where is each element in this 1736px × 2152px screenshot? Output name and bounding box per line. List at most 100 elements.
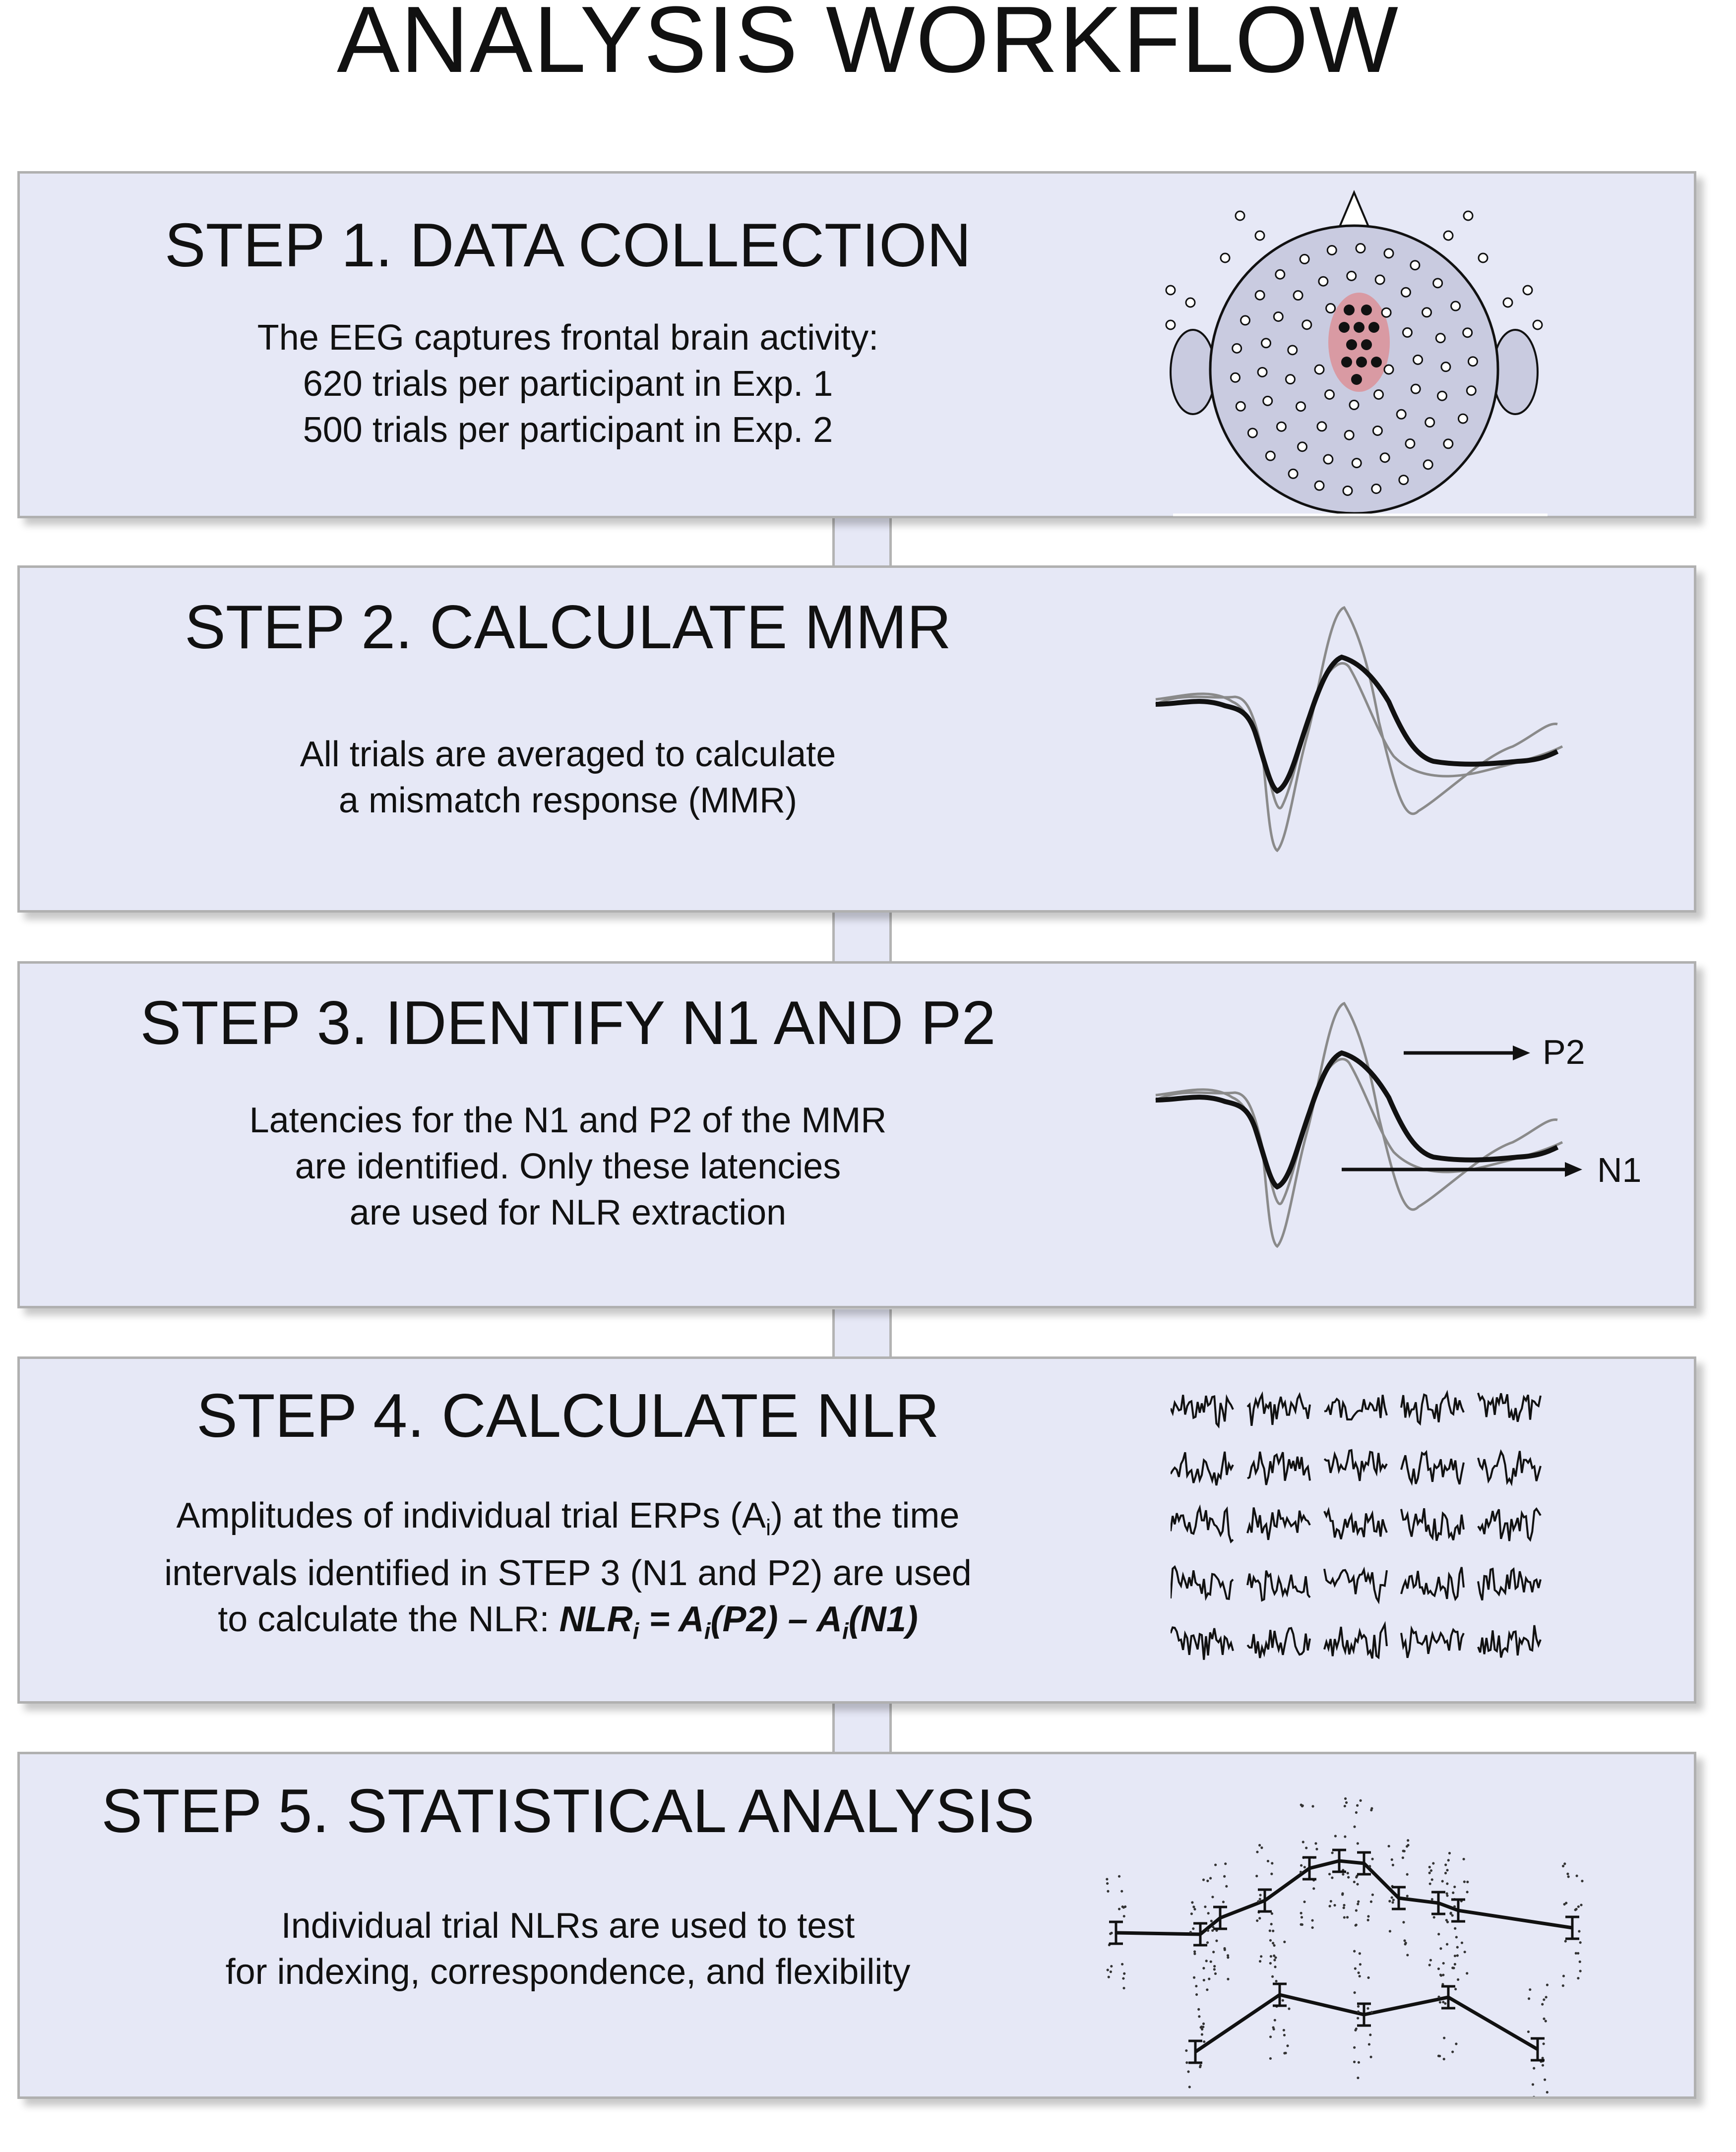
trial-waveform-2 <box>1155 662 1563 809</box>
trial-point <box>1299 1870 1302 1874</box>
trial-point <box>1259 1894 1262 1897</box>
trial-point <box>1312 1887 1315 1890</box>
connector-1-2 <box>832 518 892 568</box>
trial-point <box>1193 1952 1196 1955</box>
trial-point <box>1355 1876 1358 1879</box>
trial-point <box>1185 2049 1188 2052</box>
electrode <box>1324 389 1335 400</box>
trial-point <box>1428 1865 1431 1869</box>
trial-point <box>1545 1996 1548 1999</box>
electrode <box>1532 319 1543 330</box>
trial-point <box>1428 1964 1431 1967</box>
trial-point <box>1455 2042 1458 2045</box>
trial-point <box>1347 1876 1350 1879</box>
trial-point <box>1445 1892 1448 1895</box>
trial-point <box>1442 2058 1445 2061</box>
trial-point <box>1442 2001 1445 2004</box>
trial-point <box>1260 1846 1263 1849</box>
trial-point <box>1283 2033 1286 2036</box>
n1-label: N1 <box>1597 1151 1641 1189</box>
single-trial-erp <box>1171 1504 1234 1544</box>
single-trial-erp <box>1323 1566 1388 1604</box>
trial-point <box>1370 2011 1373 2014</box>
trial-point <box>1562 1974 1565 1977</box>
trial-point <box>1429 1869 1433 1872</box>
electrode <box>1285 374 1296 385</box>
connector-4-5 <box>832 1704 892 1756</box>
trial-point <box>1353 1991 1356 1994</box>
trial-point <box>1578 1930 1581 1933</box>
trial-point <box>1192 1927 1195 1930</box>
trial-point <box>1204 1905 1207 1908</box>
electrode <box>1257 367 1268 377</box>
electrode <box>1275 269 1286 280</box>
single-trial-erp <box>1400 1567 1465 1601</box>
step-4-line: Amplitudes of individual trial ERPs (Ai)… <box>176 1496 960 1540</box>
electrode <box>1432 278 1443 289</box>
trial-point <box>1272 1929 1275 1932</box>
trial-point <box>1543 2078 1547 2081</box>
trial-point <box>1274 1966 1277 1968</box>
trial-point <box>1574 1952 1577 1955</box>
trial-point <box>1578 1960 1581 1963</box>
electrode <box>1383 364 1394 375</box>
trial-point <box>1357 1971 1360 1974</box>
step-2-line: a mismatch response (MMR) <box>338 781 798 820</box>
trial-point <box>1463 1951 1466 1954</box>
trial-point <box>1202 2022 1205 2026</box>
trial-point <box>1354 2029 1357 2031</box>
trial-point <box>1213 1965 1216 1968</box>
single-trial-erp <box>1246 1507 1311 1540</box>
trial-point <box>1533 2067 1536 2070</box>
single-trial-erp <box>1171 1394 1234 1429</box>
n1-p2-waveform: P2 N1 <box>1155 1001 1641 1248</box>
trial-point <box>1432 1916 1435 1919</box>
electrode <box>1351 458 1362 469</box>
trial-point <box>1371 1893 1374 1896</box>
trial-point <box>1369 1900 1373 1903</box>
electrode <box>1478 252 1488 263</box>
single-trial-erp <box>1323 1506 1388 1539</box>
trial-point <box>1315 1847 1318 1850</box>
electrode <box>1372 425 1383 436</box>
trial-point <box>1442 1962 1445 1965</box>
trial-point <box>1404 1942 1407 1945</box>
trial-point <box>1406 1873 1409 1876</box>
trial-point <box>1438 2054 1441 2058</box>
electrode <box>1240 315 1251 326</box>
electrode <box>1396 409 1407 420</box>
trial-point <box>1203 2040 1206 2043</box>
trial-point <box>1106 1878 1109 1881</box>
electrode <box>1381 307 1392 318</box>
electrode <box>1220 252 1231 263</box>
trial-point <box>1258 1844 1261 1847</box>
trial-point <box>1392 1899 1395 1902</box>
electrode <box>1522 285 1533 296</box>
trial-point <box>1428 1871 1431 1874</box>
trial-point <box>1311 1919 1314 1922</box>
trial-point <box>1429 1959 1432 1962</box>
trial-point <box>1199 2065 1202 2069</box>
step-5-line: for indexing, correspondence, and flexib… <box>225 1952 911 1992</box>
n1-arrowhead <box>1565 1162 1582 1177</box>
electrode <box>1287 345 1298 356</box>
trial-point <box>1579 1969 1582 1972</box>
trial-point <box>1311 1926 1314 1929</box>
trial-point <box>1353 1880 1356 1884</box>
electrode <box>1346 270 1357 281</box>
trial-point <box>1185 2061 1188 2064</box>
electrode <box>1457 413 1468 424</box>
trial-point <box>1300 1911 1302 1914</box>
electrode <box>1463 210 1474 221</box>
trial-point <box>1314 1842 1317 1845</box>
step-3-line: are used for NLR extraction <box>349 1193 787 1232</box>
trial-point <box>1357 2061 1361 2064</box>
electrode <box>1276 421 1287 432</box>
trial-point <box>1353 1825 1356 1828</box>
frontal-electrode <box>1368 322 1379 333</box>
trial-point <box>1270 1872 1273 1875</box>
mmr-waveform <box>1155 606 1563 853</box>
trial-point <box>1358 1952 1361 1955</box>
electrode <box>1422 307 1432 318</box>
trial-point <box>1107 1890 1110 1893</box>
